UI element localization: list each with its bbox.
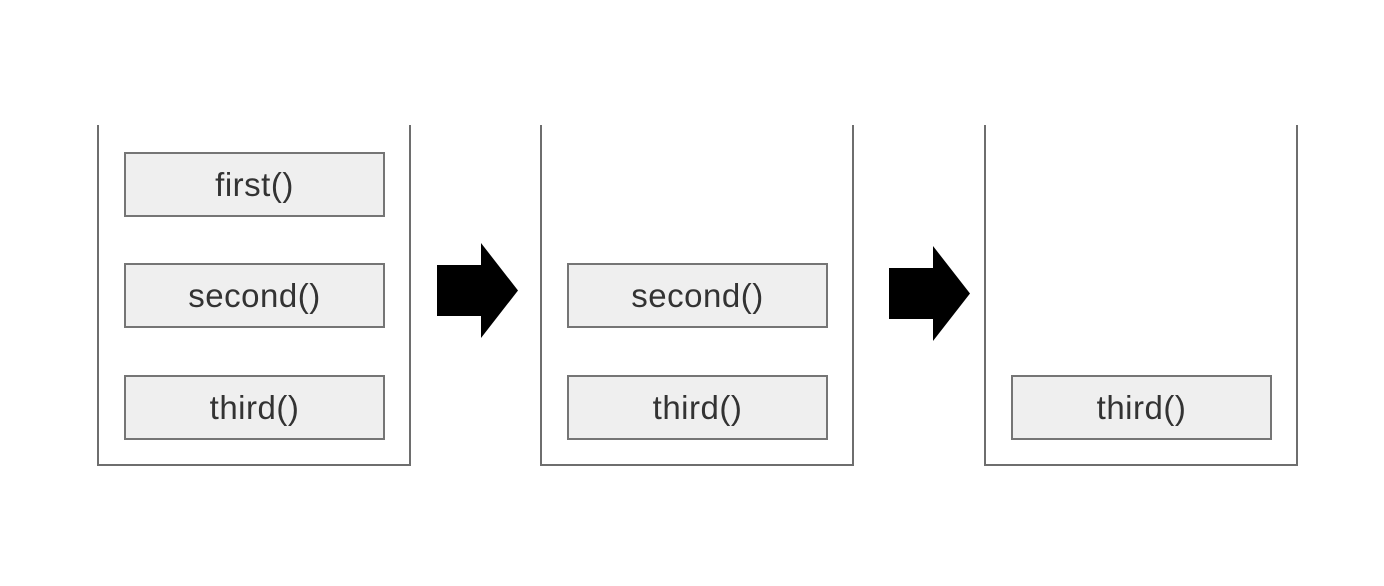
- frame-label: third(): [1096, 388, 1187, 426]
- frame-label: second(): [631, 276, 764, 314]
- stack-step-2: second() third(): [540, 125, 854, 466]
- right-arrow-shape: [437, 243, 518, 338]
- stack-frame: second(): [567, 263, 828, 328]
- frame-label: third(): [652, 388, 743, 426]
- stack-step-3: third(): [984, 125, 1298, 466]
- stack-frame: third(): [567, 375, 828, 440]
- frame-label: third(): [209, 388, 300, 426]
- stack-frame: third(): [124, 375, 385, 440]
- frame-label: first(): [215, 165, 294, 203]
- stack-frame: third(): [1011, 375, 1272, 440]
- frame-label: second(): [188, 276, 321, 314]
- right-arrow-shape: [889, 246, 970, 341]
- stack-step-1: first() second() third(): [97, 125, 411, 466]
- right-arrow-icon: [437, 243, 518, 338]
- stack-frame: second(): [124, 263, 385, 328]
- right-arrow-icon: [889, 246, 970, 341]
- stack-frame: first(): [124, 152, 385, 217]
